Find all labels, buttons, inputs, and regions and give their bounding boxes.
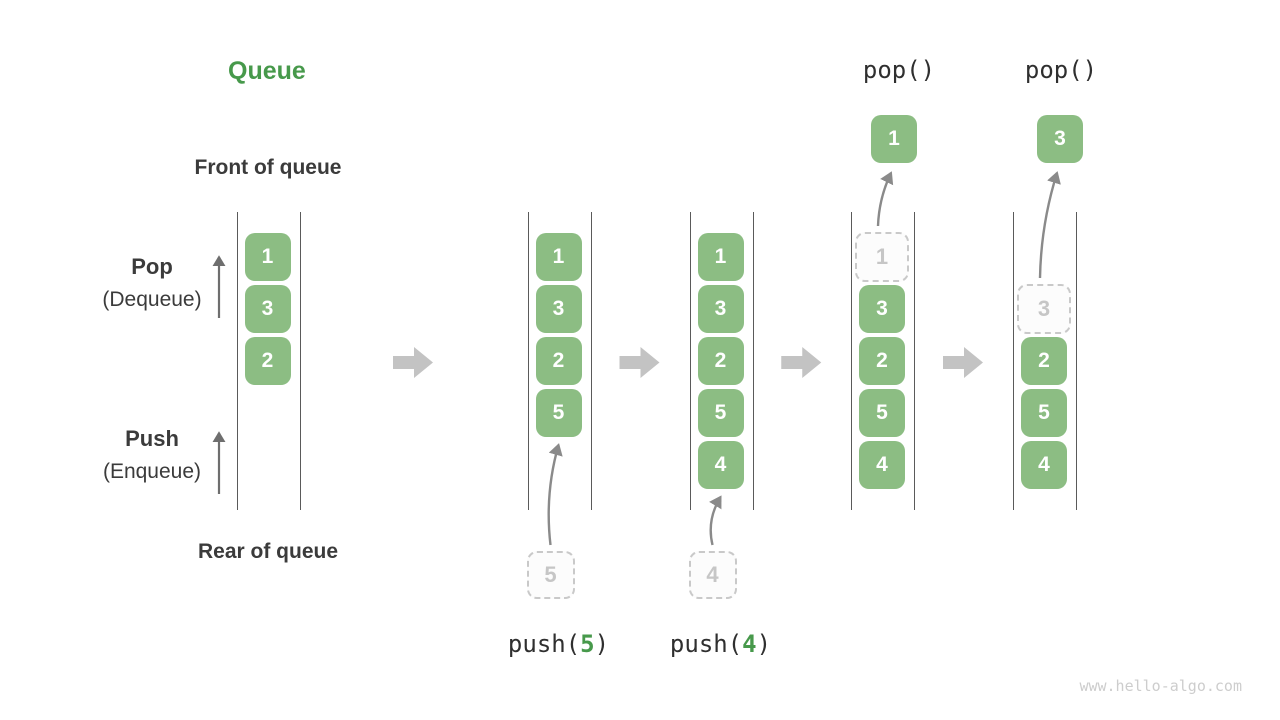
queue-cell: 2 <box>535 337 582 385</box>
diagram-title: Queue <box>228 57 306 85</box>
push-arg: 4 <box>742 630 757 658</box>
watermark: www.hello-algo.com <box>1079 677 1242 695</box>
queue-cell: 2 <box>1021 337 1067 385</box>
queue-cell: 5 <box>697 389 744 437</box>
queue-cell: 4 <box>1021 441 1067 489</box>
popped-cell: 1 <box>871 115 917 163</box>
rear-of-queue-label: Rear of queue <box>197 540 339 563</box>
next-state-arrow-icon <box>781 347 822 378</box>
queue-cell-ghost: 1 <box>855 232 909 282</box>
push-call-label: push(4) <box>669 630 772 658</box>
next-state-arrow-icon <box>943 347 983 378</box>
next-state-arrow-icon <box>393 347 433 378</box>
queue-cell: 2 <box>244 337 291 385</box>
push-label: Push <box>125 426 179 451</box>
queue-cell: 2 <box>697 337 744 385</box>
queue-cell: 3 <box>859 285 905 333</box>
queue-cell: 1 <box>697 233 744 281</box>
front-of-queue-label: Front of queue <box>194 156 342 179</box>
queue-cell: 1 <box>244 233 291 281</box>
queue-cell: 3 <box>244 285 291 333</box>
push-arg: 5 <box>580 630 595 658</box>
next-state-arrow-icon <box>619 347 660 378</box>
queue-rails <box>689 212 754 510</box>
queue-rails <box>236 212 301 510</box>
queue-cell: 4 <box>859 441 905 489</box>
queue-cell: 5 <box>1021 389 1067 437</box>
queue-cell: 1 <box>535 233 582 281</box>
staged-cell: 4 <box>688 551 737 599</box>
pop-label: Pop <box>131 254 173 279</box>
queue-cell: 5 <box>859 389 905 437</box>
queue-rails <box>851 212 915 510</box>
dequeue-label: (Dequeue) <box>102 288 202 311</box>
queue-cell: 3 <box>697 285 744 333</box>
pop-call-label: pop() <box>862 56 936 84</box>
queue-cell: 3 <box>535 285 582 333</box>
push-call-label: push(5) <box>507 630 610 658</box>
push-direction-label: Push (Enqueue) <box>52 426 252 484</box>
queue-cell: 4 <box>697 441 744 489</box>
staged-cell: 5 <box>526 551 575 599</box>
pop-direction-label: Pop (Dequeue) <box>52 254 252 312</box>
enqueue-label: (Enqueue) <box>102 460 202 483</box>
queue-cell-ghost: 3 <box>1017 284 1071 334</box>
queue-cell: 2 <box>859 337 905 385</box>
popped-cell: 3 <box>1037 115 1083 163</box>
queue-rails <box>1013 212 1077 510</box>
pop-call-label: pop() <box>1024 56 1098 84</box>
queue-cell: 5 <box>535 389 582 437</box>
queue-rails <box>527 212 592 510</box>
